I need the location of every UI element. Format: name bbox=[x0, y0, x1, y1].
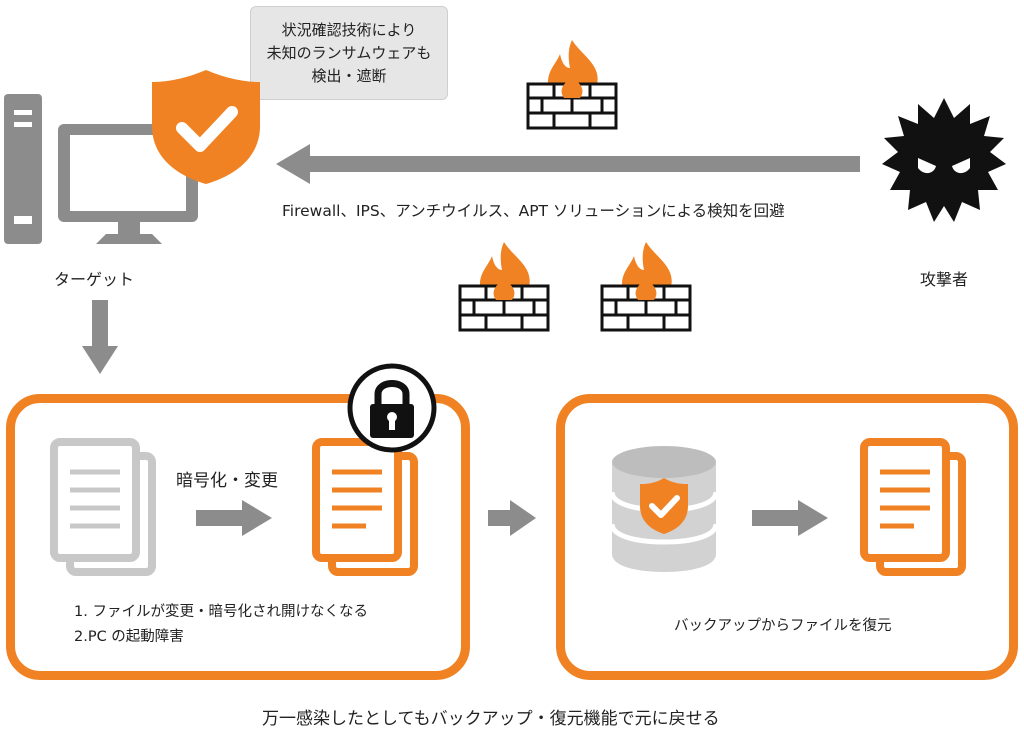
firewall-icon bbox=[600, 242, 692, 332]
bottom-caption: 万一感染したとしてもバックアップ・復元機能で元に戻せる bbox=[262, 709, 720, 729]
evasion-label: Firewall、IPS、アンチウイルス、APT ソリューションによる検知を回避 bbox=[282, 202, 785, 220]
target-label: ターゲット bbox=[54, 270, 135, 289]
damage-list: 1. ファイルが変更・暗号化され開けなくなる 2.PC の起動障害 bbox=[74, 600, 368, 650]
restore-panel bbox=[556, 394, 1018, 680]
firewall-icon bbox=[526, 40, 618, 130]
arrow-icon bbox=[196, 500, 272, 536]
callout-line-2: 未知のランサムウェアも bbox=[266, 43, 432, 62]
arrow-icon bbox=[488, 500, 536, 536]
shield-check-icon bbox=[152, 70, 260, 184]
infection-panel bbox=[6, 394, 470, 680]
arrow-icon bbox=[752, 500, 828, 536]
callout-line-3: 検出・遮断 bbox=[311, 66, 387, 85]
evasion-arrow-icon bbox=[276, 144, 860, 184]
document-icon bbox=[50, 438, 156, 576]
damage-item-2: 2.PC の起動障害 bbox=[74, 629, 184, 645]
damage-item-1: 1. ファイルが変更・暗号化され開けなくなる bbox=[74, 604, 368, 620]
virus-attacker-icon bbox=[882, 98, 1006, 222]
detection-callout: 状況確認技術により 未知のランサムウェアも 検出・遮断 bbox=[250, 6, 448, 100]
down-arrow-icon bbox=[82, 300, 118, 374]
encrypt-label: 暗号化・変更 bbox=[176, 471, 278, 491]
attacker-label: 攻撃者 bbox=[920, 270, 969, 289]
encrypted-document-icon bbox=[312, 438, 418, 576]
padlock-icon bbox=[347, 363, 437, 453]
firewall-icon bbox=[458, 242, 550, 332]
restore-label: バックアップからファイルを復元 bbox=[674, 618, 892, 634]
database-icon bbox=[609, 446, 719, 572]
callout-line-1: 状況確認技術により bbox=[281, 20, 417, 39]
restored-document-icon bbox=[860, 438, 966, 576]
